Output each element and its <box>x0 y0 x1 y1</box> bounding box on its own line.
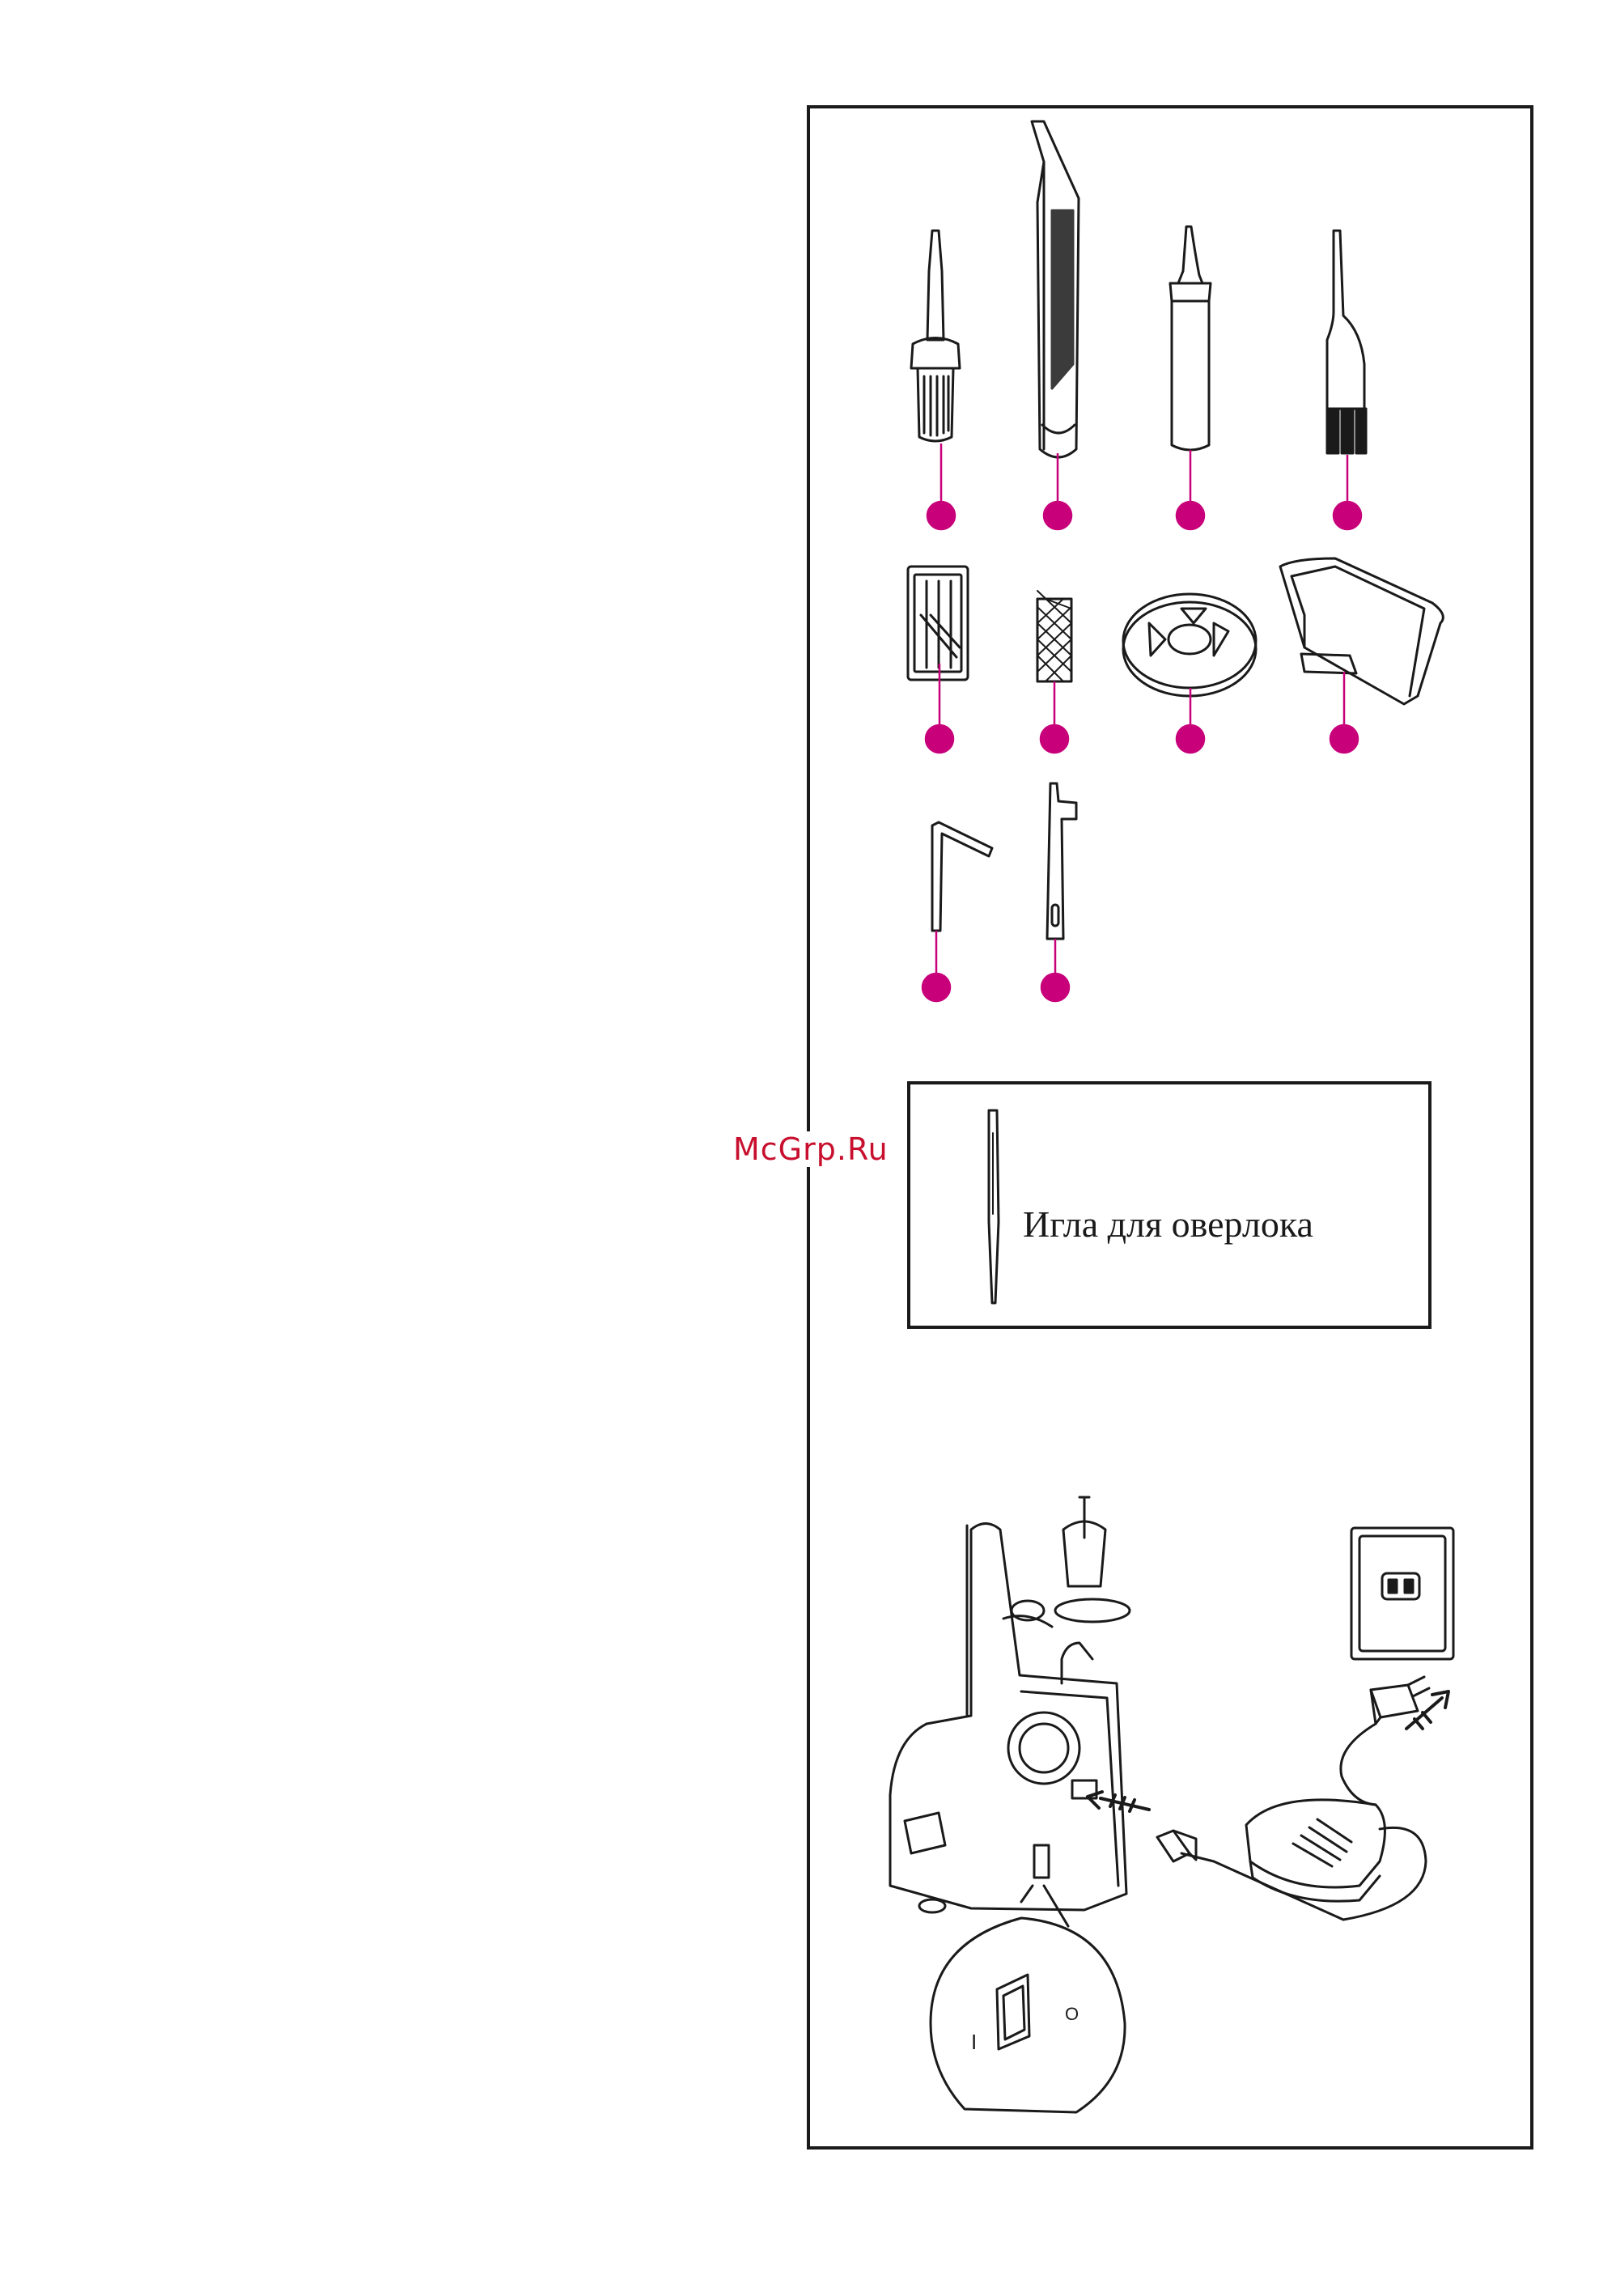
callout-dot-8 <box>1330 725 1358 753</box>
lint-brush-icon <box>1327 231 1366 453</box>
foot-controller-icon <box>1181 1724 1426 1920</box>
callout-dot-1 <box>927 502 955 529</box>
threader-tool-icon <box>1047 783 1076 939</box>
spool-pin-icon <box>1170 227 1211 450</box>
scrap-tray-icon <box>1280 558 1443 704</box>
tweezers-icon <box>1032 121 1079 457</box>
callout-dot-7 <box>1177 725 1204 753</box>
callout-dot-3 <box>1177 502 1204 529</box>
callout-dot-5 <box>926 725 953 753</box>
spool-cap-icon <box>1123 594 1256 696</box>
power-switch-magnifier <box>931 1886 1125 2112</box>
power-plug-icon <box>1157 1831 1196 1861</box>
spool-net-icon <box>1037 591 1071 681</box>
needle-label: Игла для оверлока <box>1023 1203 1313 1246</box>
callout-dot-6 <box>1041 725 1068 753</box>
switch-off-mark: O <box>1065 2004 1079 2025</box>
callout-markers <box>923 443 1361 1001</box>
callout-dot-10 <box>1041 974 1069 1001</box>
callout-dot-9 <box>923 974 950 1001</box>
callout-dot-4 <box>1334 502 1361 529</box>
needle-pack-icon <box>908 567 968 680</box>
serger-machine-icon <box>890 1497 1130 1912</box>
watermark: McGrp.Ru <box>730 1131 892 1167</box>
callout-dot-2 <box>1044 502 1071 529</box>
hex-key-icon <box>932 822 992 931</box>
switch-on-mark: I <box>971 2030 977 2055</box>
screwdriver-brush-icon <box>911 231 960 441</box>
insert-arrow-machine <box>1088 1792 1149 1811</box>
wall-outlet-icon <box>1351 1528 1453 1659</box>
